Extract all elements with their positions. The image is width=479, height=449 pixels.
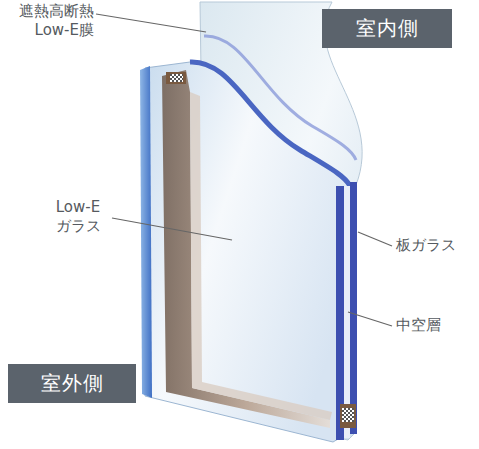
spacer-desiccant	[342, 408, 354, 422]
leader-line	[348, 312, 392, 326]
spacer-frame	[162, 70, 330, 428]
side-name: 室外側	[41, 370, 104, 397]
glass-cut-edge	[204, 36, 356, 160]
part-label: 中空層	[396, 316, 476, 335]
side-label-box: 室内側	[322, 9, 452, 48]
outdoor-pane	[145, 62, 350, 442]
spacer-block	[340, 404, 356, 428]
plate-glass-edge	[350, 182, 357, 434]
plate-glass-edge	[336, 186, 344, 440]
leader-line	[96, 14, 206, 32]
spacer-block	[166, 72, 186, 84]
spacer-desiccant	[170, 74, 183, 82]
spacer-frame-inner	[190, 92, 332, 420]
side-label-box: 室外側	[8, 364, 136, 403]
part-label: 遮熱高断熱 Low-E膜	[4, 2, 94, 40]
part-label: Low-E ガラス	[46, 198, 110, 236]
part-label: 板ガラス	[396, 236, 476, 255]
leader-line	[112, 218, 232, 240]
side-name: 室内側	[356, 15, 419, 42]
leader-line	[358, 232, 392, 246]
glass-edge	[140, 66, 152, 398]
glass-cut-edge	[190, 62, 350, 186]
